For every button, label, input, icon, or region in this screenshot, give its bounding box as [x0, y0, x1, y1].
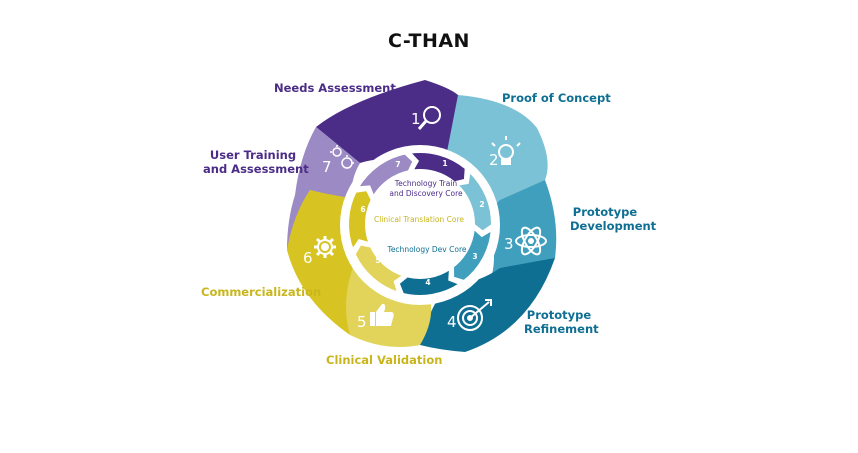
- ring-numbers: 1 2 3 4 5 6 7: [360, 159, 484, 287]
- label-proof-of-concept: Proof of Concept: [502, 91, 611, 105]
- ring-arrow-1: [407, 151, 467, 184]
- stage-numbers: 1 2 3 4 5 6 7: [303, 110, 514, 331]
- label-commercialization: Commercialization: [201, 285, 322, 299]
- core-train-discovery-line2: and Discovery Core: [389, 189, 463, 198]
- outer-petals: [287, 80, 557, 352]
- magnifier-icon: [417, 106, 441, 130]
- cycle-arrow-ring: [347, 151, 493, 297]
- label-needs-assessment: Needs Assessment: [274, 81, 396, 95]
- label-prototype-refinement-line1: Prototype: [526, 308, 592, 322]
- stage-number-7: 7: [322, 158, 332, 176]
- ring-number-5: 5: [375, 256, 380, 265]
- stage-number-2: 2: [489, 151, 499, 169]
- label-user-training-line2: and Assessment: [203, 162, 309, 176]
- page-title: C-THAN: [388, 30, 470, 52]
- target-icon: [457, 299, 492, 331]
- label-prototype-development: Prototype Development: [570, 205, 657, 233]
- gear-icon: [314, 236, 336, 258]
- ring-arrow-5: [353, 243, 406, 295]
- thumbs-up-icon: [370, 303, 394, 326]
- ring-arrow-4: [397, 266, 463, 297]
- ring-arrow-6: [347, 188, 373, 252]
- atom-icon: [515, 226, 547, 256]
- stage-number-1: 1: [411, 110, 421, 128]
- ring-number-2: 2: [479, 200, 484, 209]
- ring-number-7: 7: [395, 160, 400, 169]
- lightbulb-icon: [491, 136, 521, 165]
- label-prototype-development-line1: Prototype: [572, 205, 638, 219]
- ring-arrow-7: [356, 152, 415, 199]
- gears-person-icon: [330, 145, 354, 169]
- core-clinical-translation: Clinical Translation Core: [374, 215, 464, 224]
- label-user-training: User Training and Assessment: [203, 148, 309, 176]
- ring-number-4: 4: [425, 278, 430, 287]
- core-train-discovery-line1: Technology Train: [394, 179, 458, 188]
- core-technology-dev: Technology Dev Core: [387, 245, 467, 254]
- petal-7-user-training: [287, 127, 360, 250]
- label-clinical-validation: Clinical Validation: [326, 353, 443, 367]
- ring-number-6: 6: [360, 205, 365, 214]
- ring-arrow-3: [452, 226, 493, 283]
- stage-number-5: 5: [357, 313, 367, 331]
- label-prototype-refinement-line2: Refinement: [524, 322, 599, 336]
- label-prototype-refinement: Prototype Refinement: [524, 308, 599, 336]
- stage-icons: [314, 106, 547, 331]
- petal-6-commercialization: [287, 190, 355, 335]
- core-labels: Technology Train and Discovery Core Clin…: [374, 179, 467, 254]
- core-disc: [374, 177, 466, 269]
- petal-4-prototype-refinement: [420, 258, 555, 352]
- label-prototype-development-line2: Development: [570, 219, 657, 233]
- label-user-training-line1: User Training: [209, 148, 297, 162]
- stage-number-4: 4: [447, 313, 457, 331]
- stage-number-6: 6: [303, 249, 313, 267]
- ring-number-3: 3: [472, 252, 477, 261]
- ring-arrow-2: [454, 169, 493, 233]
- stage-number-3: 3: [504, 235, 514, 253]
- ring-number-1: 1: [442, 159, 447, 168]
